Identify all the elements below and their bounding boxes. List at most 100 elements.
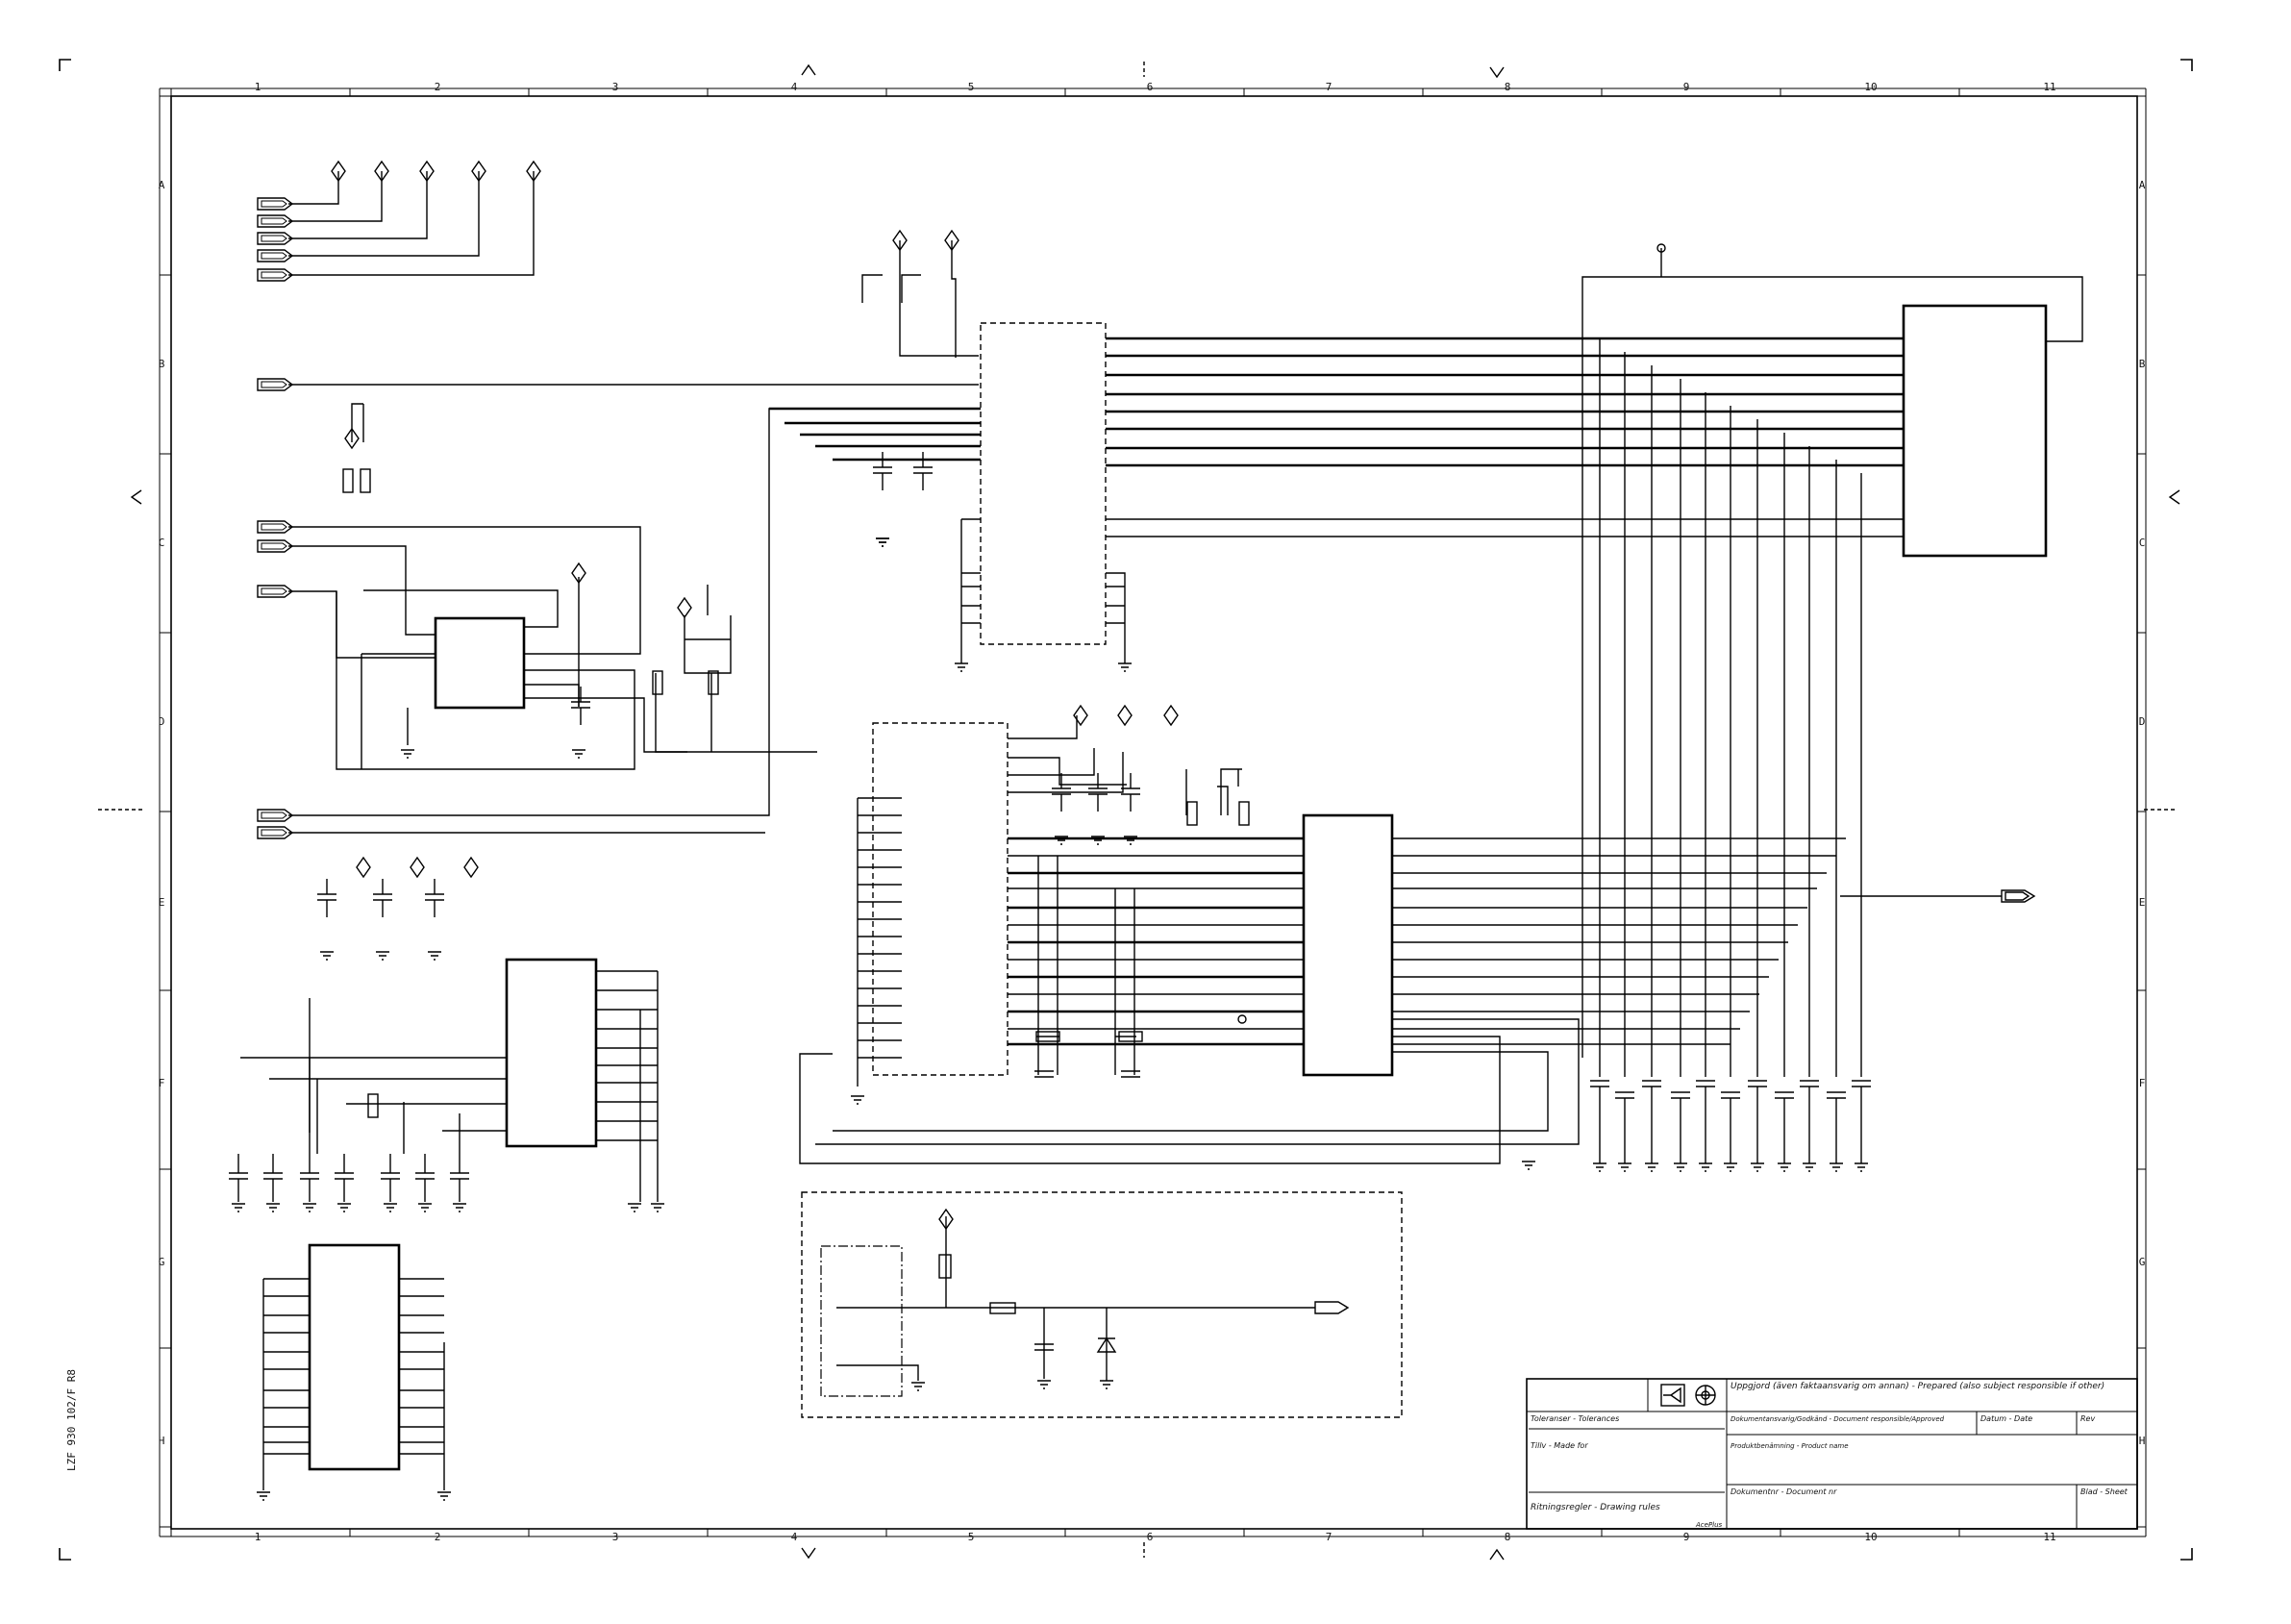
- col-label: 1: [255, 81, 261, 93]
- drawing-border: [159, 87, 2147, 1537]
- ground-symbol: [303, 1203, 316, 1212]
- ground-symbol: [1751, 1162, 1764, 1172]
- power-diamond: [419, 160, 435, 183]
- connector-tag: [257, 197, 294, 211]
- capacitor: [317, 879, 336, 917]
- col-label: 7: [1326, 1531, 1332, 1543]
- connector-tag: [261, 587, 287, 595]
- capacitor: [415, 1154, 435, 1202]
- ground-symbol: [337, 1203, 351, 1212]
- ground-symbol: [1124, 836, 1137, 845]
- ic-bottom-left: [308, 958, 598, 1471]
- ground-symbol: [257, 1491, 270, 1501]
- ground-symbol: [1100, 1380, 1113, 1389]
- power-diamond: [331, 160, 346, 183]
- connector-tag: [257, 232, 294, 245]
- power-diamond: [463, 856, 479, 879]
- resistor: [342, 468, 354, 493]
- tb-product-name: Produktbenämning - Product name: [1731, 1442, 1849, 1450]
- ground-symbol: [437, 1491, 451, 1501]
- row-label: C: [2139, 537, 2146, 549]
- capacitor: [1034, 1070, 1054, 1078]
- ic-wire: [240, 1057, 506, 1154]
- connector-tag: [257, 585, 294, 598]
- ground-symbol: [1037, 1380, 1051, 1389]
- capacitor: [1590, 1080, 1609, 1163]
- ground-symbol: [628, 1203, 641, 1212]
- ground-symbol: [1830, 1162, 1843, 1172]
- connector-tag: [261, 829, 287, 837]
- tb-date: Datum - Date: [1980, 1414, 2032, 1423]
- col-label: 7: [1326, 81, 1332, 93]
- capacitor: [913, 452, 933, 490]
- col-label: 4: [791, 81, 798, 93]
- ground-symbol: [320, 951, 334, 961]
- connector-tag: [261, 381, 287, 388]
- ground-symbol: [418, 1203, 432, 1212]
- ground-symbol: [1699, 1162, 1712, 1172]
- capacitor: [450, 1154, 469, 1202]
- col-label: 8: [1505, 1531, 1511, 1543]
- col-label: 6: [1147, 1531, 1154, 1543]
- tb-made-for: Tillv - Made for: [1531, 1441, 1588, 1450]
- connector-tag: [257, 809, 294, 822]
- capacitor: [300, 1154, 319, 1202]
- power-diamond: [1163, 704, 1179, 727]
- ground-symbol: [266, 1203, 280, 1212]
- connector-tag: [261, 200, 287, 208]
- capacitor: [373, 879, 392, 917]
- row-label: A: [159, 179, 165, 191]
- capacitor: [381, 1154, 400, 1202]
- ground-symbol: [453, 1203, 466, 1212]
- ground-symbol: [1522, 1161, 1535, 1170]
- col-label: 5: [968, 1531, 975, 1543]
- power-diamond: [1073, 704, 1088, 727]
- tb-cad-tag: AcePlus: [1695, 1521, 1723, 1529]
- connector-tag: [257, 268, 294, 282]
- power-connectors-a: [288, 171, 979, 386]
- test-point: [1237, 1014, 1247, 1024]
- title-block: Uppgjord (även faktaansvarig om annan) -…: [1526, 1378, 2138, 1530]
- row-label: E: [159, 896, 165, 909]
- bus-wire: [1185, 768, 1242, 815]
- row-label: B: [2139, 358, 2146, 370]
- col-label: 3: [612, 81, 619, 93]
- row-label: G: [2139, 1256, 2146, 1268]
- resistor: [1186, 801, 1198, 826]
- side-code: LZF 930 102/F R8: [65, 1369, 78, 1471]
- ground-symbol: [876, 537, 889, 547]
- tb-prepared: Uppgjord (även faktaansvarig om annan) -…: [1731, 1382, 2104, 1391]
- ground-symbol: [1645, 1162, 1658, 1172]
- bus-wire: [1217, 769, 1239, 815]
- capacitor: [571, 687, 590, 725]
- tb-rev: Rev: [2080, 1414, 2095, 1423]
- capacitor: [1721, 1091, 1740, 1163]
- row-label: F: [2139, 1077, 2146, 1089]
- row-label: B: [159, 358, 165, 370]
- capacitor: [1800, 1080, 1819, 1163]
- centering-marks: [98, 62, 2180, 1561]
- ground-symbol: [572, 749, 585, 759]
- row-label: H: [2139, 1435, 2146, 1447]
- ground-symbol: [1855, 1162, 1868, 1172]
- tb-document-no: Dokumentnr - Document nr: [1731, 1487, 1837, 1496]
- capacitor: [425, 879, 444, 917]
- capacitor: [229, 1154, 248, 1202]
- power-diamond: [410, 856, 425, 879]
- row-label: C: [159, 537, 165, 549]
- bus-wires: [240, 338, 1862, 1490]
- ground-symbol: [911, 1382, 925, 1391]
- ground-symbol: [1778, 1162, 1791, 1172]
- col-label: 2: [435, 1531, 441, 1543]
- power-diamond: [374, 160, 389, 183]
- capacitor: [335, 1154, 354, 1202]
- ground-symbol: [1091, 836, 1105, 845]
- capacitor: [1775, 1091, 1794, 1163]
- resistor: [652, 670, 663, 695]
- power-diamond: [1117, 704, 1133, 727]
- capacitor: [873, 452, 892, 490]
- tb-drawing-rules: Ritningsregler - Drawing rules: [1531, 1503, 1660, 1512]
- connector-tag: [257, 378, 294, 391]
- power-diamond: [344, 427, 360, 450]
- ground-symbol: [384, 1203, 397, 1212]
